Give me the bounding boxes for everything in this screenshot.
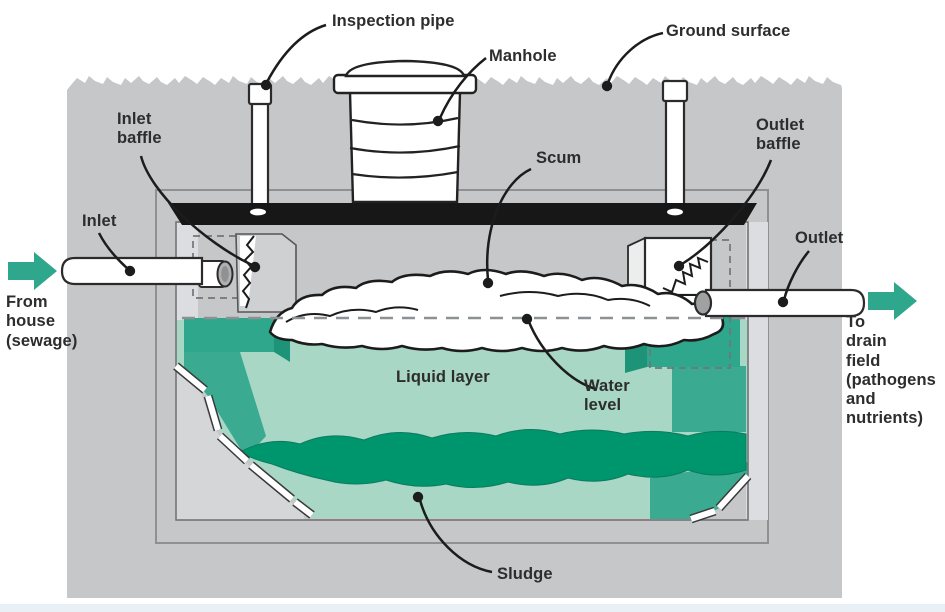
label-sludge: Sludge bbox=[497, 565, 553, 583]
leader-scum bbox=[486, 167, 532, 281]
label-inlet: Inlet bbox=[82, 212, 117, 230]
manhole-band-3 bbox=[351, 170, 459, 179]
dot-inspection-pipe bbox=[260, 79, 272, 91]
leader-lines bbox=[97, 23, 810, 574]
manhole-band-2 bbox=[349, 144, 461, 154]
lid-hole-left bbox=[250, 208, 266, 216]
leader-inspection-pipe bbox=[265, 23, 327, 83]
manhole-band-1 bbox=[351, 116, 459, 126]
outlet-baffle-tear-line bbox=[662, 256, 709, 294]
scum-detail-line-2 bbox=[499, 291, 651, 307]
footer-white-strip bbox=[0, 597, 945, 605]
dot-outlet-baffle bbox=[673, 260, 685, 272]
torn-edge-right bbox=[690, 473, 751, 522]
dot-water-level bbox=[521, 313, 533, 325]
lid-hole-right bbox=[667, 208, 683, 216]
leader-water-level bbox=[527, 321, 597, 391]
dot-ground-surface bbox=[601, 80, 613, 92]
dot-scum bbox=[482, 277, 494, 289]
scum-detail-line-1 bbox=[285, 306, 419, 323]
teal-wedge-left bbox=[184, 352, 266, 458]
tank-lid bbox=[168, 203, 757, 225]
manhole-lid bbox=[344, 59, 466, 78]
label-to-drain-field: To drain field (pathogens and nutrients) bbox=[846, 313, 936, 428]
label-inspection-pipe: Inspection pipe bbox=[332, 12, 455, 30]
inflow-arrow-icon bbox=[8, 252, 57, 290]
inspection-pipe-right-body bbox=[664, 96, 686, 207]
torn-edge-left bbox=[174, 363, 314, 518]
dot-inlet-baffle bbox=[249, 261, 261, 273]
tank-wall-right bbox=[746, 222, 768, 520]
leader-dots bbox=[124, 79, 789, 503]
dot-outlet bbox=[777, 296, 789, 308]
footer-strip bbox=[0, 604, 945, 612]
leader-outlet bbox=[782, 250, 810, 301]
label-outlet-baffle: Outlet baffle bbox=[756, 116, 805, 154]
outflow-arrow-icon bbox=[868, 282, 917, 320]
leader-ground-surface bbox=[606, 31, 664, 84]
leader-outlet-baffle bbox=[681, 159, 773, 266]
label-inlet-baffle: Inlet baffle bbox=[117, 110, 162, 148]
label-from-house: From house (sewage) bbox=[6, 293, 78, 350]
leader-inlet bbox=[97, 232, 129, 270]
outlet-pipe-opening bbox=[693, 290, 713, 316]
inspection-pipe-right-cap bbox=[661, 79, 689, 103]
teal-band-right bbox=[672, 366, 746, 432]
teal-lower-right bbox=[650, 462, 748, 519]
inlet-baffle-tear-line bbox=[241, 235, 255, 309]
inlet-baffle-block-front bbox=[184, 318, 274, 352]
label-water-level: Water level bbox=[584, 377, 630, 415]
label-liquid-layer: Liquid layer bbox=[396, 368, 490, 386]
cutaway-panel-lower-left bbox=[176, 368, 304, 520]
leader-sludge bbox=[418, 499, 493, 574]
inspection-pipe-left-body bbox=[250, 98, 270, 208]
label-scum: Scum bbox=[536, 149, 582, 167]
leader-inlet-baffle bbox=[139, 155, 253, 267]
sludge-band-shape bbox=[238, 428, 747, 488]
label-manhole: Manhole bbox=[489, 47, 557, 65]
dot-sludge bbox=[412, 491, 424, 503]
dot-inlet bbox=[124, 265, 136, 277]
label-ground-surface: Ground surface bbox=[666, 22, 791, 40]
inlet-pipe-opening-hole bbox=[221, 266, 229, 282]
label-outlet: Outlet bbox=[795, 229, 844, 247]
dot-manhole bbox=[432, 115, 444, 127]
leader-manhole bbox=[438, 57, 487, 119]
